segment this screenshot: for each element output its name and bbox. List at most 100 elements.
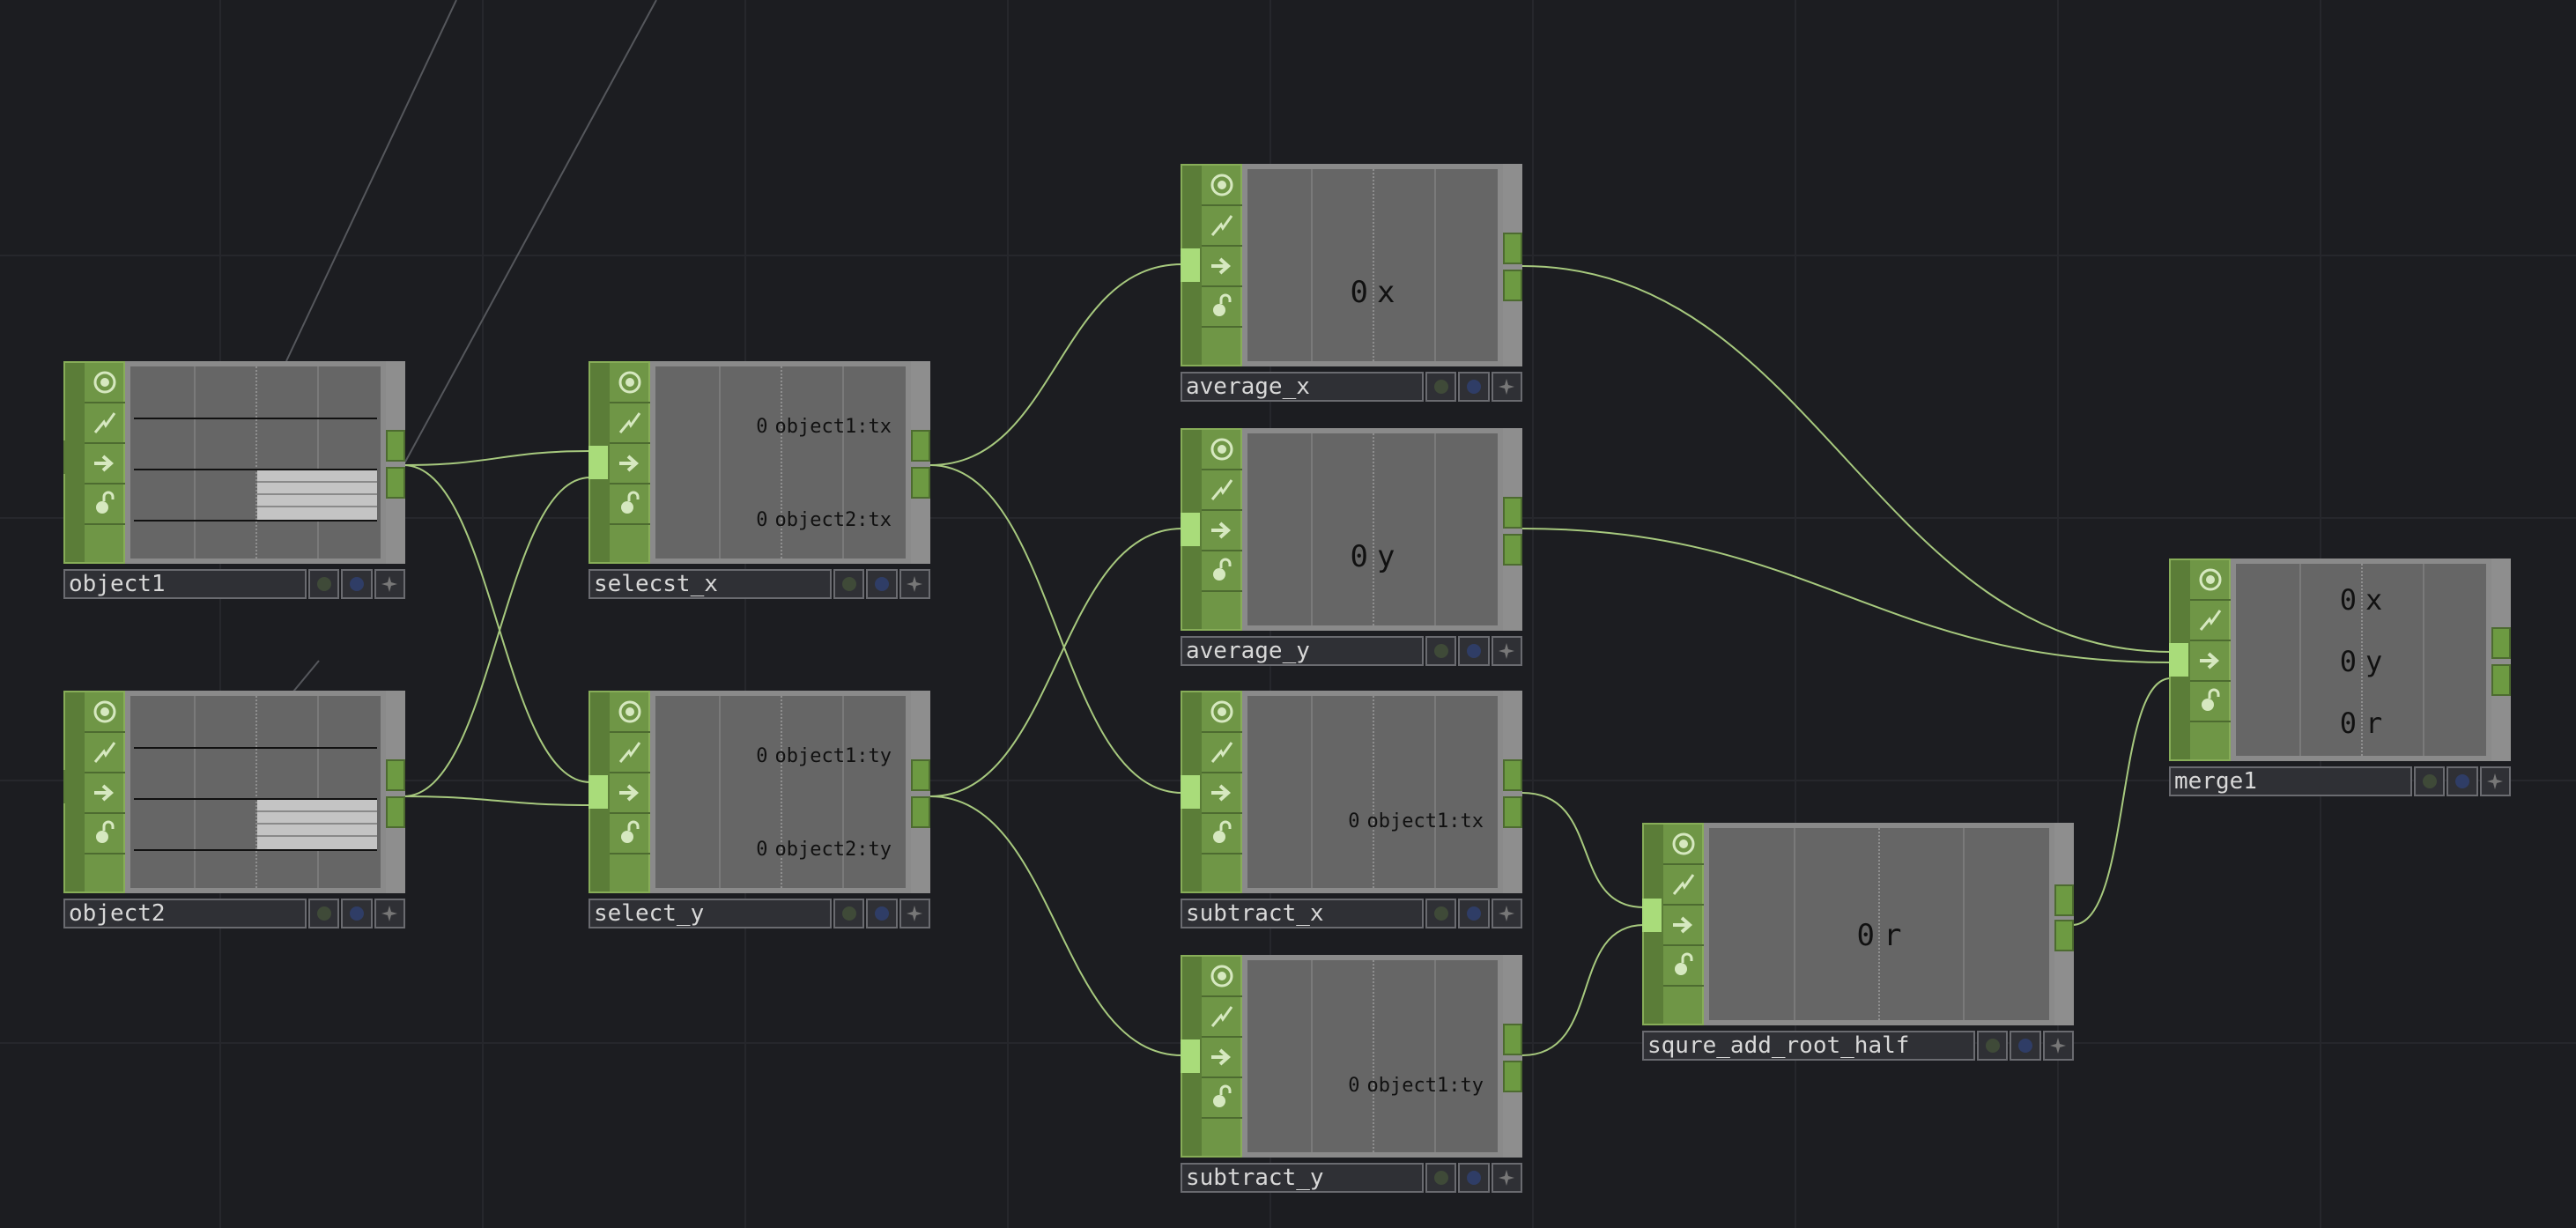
output-connector[interactable]	[1503, 534, 1522, 566]
node-name[interactable]: object2	[63, 899, 307, 928]
sparkle-flag-icon[interactable]	[899, 899, 930, 928]
lock-icon[interactable]	[610, 485, 650, 525]
output-connector[interactable]	[386, 430, 405, 462]
viewer-target-icon[interactable]	[1202, 430, 1242, 470]
lightning-icon[interactable]	[1202, 470, 1242, 511]
lightning-icon[interactable]	[1663, 865, 1704, 906]
node-object2[interactable]: object2	[63, 691, 405, 928]
node-name[interactable]: merge1	[2169, 766, 2412, 796]
sparkle-flag-icon[interactable]	[374, 569, 405, 599]
node-name[interactable]: squre_add_root_half	[1642, 1031, 1975, 1061]
arrow-right-icon[interactable]	[85, 773, 125, 814]
bypass-flag-icon[interactable]	[833, 899, 865, 928]
lock-icon[interactable]	[2190, 682, 2231, 722]
display-flag-icon[interactable]	[866, 899, 898, 928]
node-name[interactable]: average_x	[1181, 372, 1424, 402]
output-connector[interactable]	[2491, 627, 2511, 659]
viewer-target-icon[interactable]	[85, 363, 125, 403]
viewer-target-icon[interactable]	[610, 692, 650, 733]
arrow-right-icon[interactable]	[1202, 247, 1242, 287]
input-connector[interactable]	[588, 446, 608, 479]
sparkle-flag-icon[interactable]	[1491, 636, 1522, 666]
lock-icon[interactable]	[85, 814, 125, 854]
input-connector[interactable]	[1181, 513, 1200, 546]
bypass-flag-icon[interactable]	[1425, 636, 1457, 666]
display-flag-icon[interactable]	[341, 569, 373, 599]
sparkle-flag-icon[interactable]	[1491, 899, 1522, 928]
bypass-flag-icon[interactable]	[833, 569, 865, 599]
sparkle-flag-icon[interactable]	[2479, 766, 2511, 796]
sparkle-flag-icon[interactable]	[1491, 1163, 1522, 1193]
sparkle-flag-icon[interactable]	[899, 569, 930, 599]
bypass-flag-icon[interactable]	[1977, 1031, 2009, 1061]
lightning-icon[interactable]	[610, 733, 650, 773]
lock-icon[interactable]	[1202, 1078, 1242, 1119]
arrow-right-icon[interactable]	[1202, 1038, 1242, 1078]
display-flag-icon[interactable]	[2010, 1031, 2041, 1061]
output-connector[interactable]	[911, 796, 930, 828]
lightning-icon[interactable]	[85, 733, 125, 773]
output-connector[interactable]	[911, 759, 930, 791]
input-connector[interactable]	[2169, 643, 2188, 677]
node-name[interactable]: subtract_y	[1181, 1163, 1424, 1193]
viewer-target-icon[interactable]	[2190, 560, 2231, 601]
arrow-right-icon[interactable]	[85, 444, 125, 485]
viewer-target-icon[interactable]	[1202, 957, 1242, 997]
lightning-icon[interactable]	[610, 403, 650, 444]
display-flag-icon[interactable]	[1458, 1163, 1490, 1193]
output-connector[interactable]	[1503, 233, 1522, 264]
lock-icon[interactable]	[1202, 814, 1242, 854]
viewer-target-icon[interactable]	[610, 363, 650, 403]
output-connector[interactable]	[1503, 759, 1522, 791]
node-name[interactable]: subtract_x	[1181, 899, 1424, 928]
lock-icon[interactable]	[1663, 946, 1704, 987]
output-connector[interactable]	[1503, 796, 1522, 828]
lightning-icon[interactable]	[2190, 601, 2231, 641]
input-connector[interactable]	[1181, 248, 1200, 282]
display-flag-icon[interactable]	[1458, 899, 1490, 928]
viewer-target-icon[interactable]	[1202, 692, 1242, 733]
viewer-target-icon[interactable]	[1202, 166, 1242, 206]
input-connector[interactable]	[1181, 1039, 1200, 1073]
display-flag-icon[interactable]	[341, 899, 373, 928]
sparkle-flag-icon[interactable]	[1491, 372, 1522, 402]
output-connector[interactable]	[2054, 920, 2074, 951]
lock-icon[interactable]	[610, 814, 650, 854]
output-connector[interactable]	[2491, 664, 2511, 696]
display-flag-icon[interactable]	[2446, 766, 2478, 796]
output-connector[interactable]	[386, 467, 405, 499]
lightning-icon[interactable]	[1202, 997, 1242, 1038]
lock-icon[interactable]	[1202, 287, 1242, 328]
arrow-right-icon[interactable]	[1202, 773, 1242, 814]
viewer-target-icon[interactable]	[85, 692, 125, 733]
output-connector[interactable]	[1503, 1061, 1522, 1092]
output-connector[interactable]	[1503, 1024, 1522, 1055]
output-connector[interactable]	[386, 796, 405, 828]
node-name[interactable]: select_y	[588, 899, 832, 928]
arrow-right-icon[interactable]	[1663, 906, 1704, 946]
display-flag-icon[interactable]	[1458, 636, 1490, 666]
bypass-flag-icon[interactable]	[1425, 899, 1457, 928]
sparkle-flag-icon[interactable]	[2042, 1031, 2074, 1061]
input-connector[interactable]	[63, 770, 83, 803]
sparkle-flag-icon[interactable]	[374, 899, 405, 928]
bypass-flag-icon[interactable]	[1425, 1163, 1457, 1193]
bypass-flag-icon[interactable]	[1425, 372, 1457, 402]
display-flag-icon[interactable]	[866, 569, 898, 599]
output-connector[interactable]	[2054, 884, 2074, 916]
viewer-target-icon[interactable]	[1663, 825, 1704, 865]
output-connector[interactable]	[1503, 497, 1522, 529]
arrow-right-icon[interactable]	[2190, 641, 2231, 682]
arrow-right-icon[interactable]	[1202, 511, 1242, 551]
lightning-icon[interactable]	[1202, 206, 1242, 247]
bypass-flag-icon[interactable]	[308, 899, 340, 928]
lock-icon[interactable]	[85, 485, 125, 525]
lightning-icon[interactable]	[1202, 733, 1242, 773]
